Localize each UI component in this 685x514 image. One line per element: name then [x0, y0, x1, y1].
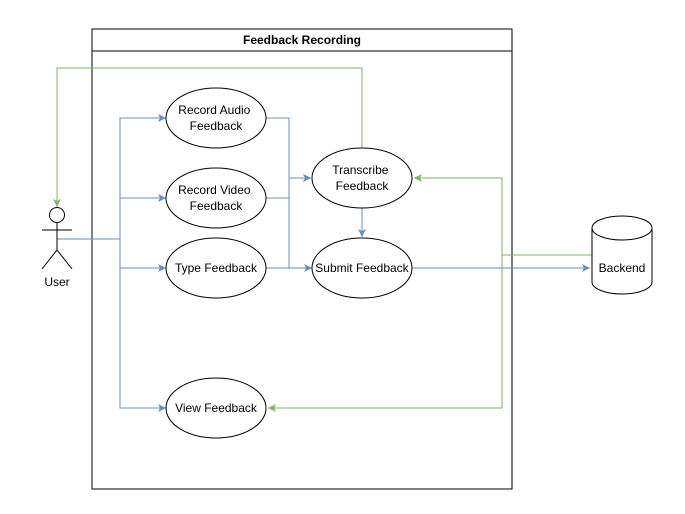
system-boundary: Feedback Recording	[91, 28, 513, 490]
use-case-transcribe: Transcribe Feedback	[311, 147, 413, 209]
edge-backend-view	[268, 255, 503, 412]
use-case-transcribe-label: Transcribe Feedback	[332, 163, 392, 193]
actor-left-leg	[41, 249, 58, 270]
use-case-type-feedback-label: Type Feedback	[175, 261, 258, 275]
edge-backend-transcribe	[414, 174, 592, 256]
database-label: Backend	[599, 261, 646, 275]
actor-user	[41, 207, 73, 270]
edge-user-record-audio	[57, 114, 166, 240]
use-case-submit-feedback-label: Submit Feedback	[315, 261, 409, 275]
use-case-submit-feedback: Submit Feedback	[311, 237, 413, 299]
edge-user-record-video	[119, 194, 166, 239]
green-edges	[53, 67, 592, 412]
use-case-record-video: Record Video Feedback	[165, 167, 267, 229]
use-case-view-feedback: View Feedback	[165, 377, 267, 439]
actor-label: User	[44, 275, 69, 289]
system-title: Feedback Recording	[243, 33, 361, 47]
use-case-record-video-label: Record Video Feedback	[178, 183, 254, 213]
actor-right-leg	[56, 249, 73, 270]
use-case-type-feedback: Type Feedback	[165, 237, 267, 299]
actor-head	[49, 207, 65, 223]
database-backend	[591, 215, 653, 295]
database-body	[591, 228, 653, 295]
use-case-record-audio: Record Audio Feedback	[165, 87, 267, 149]
use-case-view-feedback-label: View Feedback	[175, 401, 258, 415]
database-top	[591, 215, 653, 241]
edge-transcribe-user	[53, 67, 363, 207]
blue-edges	[57, 114, 590, 412]
use-case-record-audio-label: Record Audio Feedback	[178, 103, 253, 133]
edge-user-view-feedback	[119, 239, 166, 412]
